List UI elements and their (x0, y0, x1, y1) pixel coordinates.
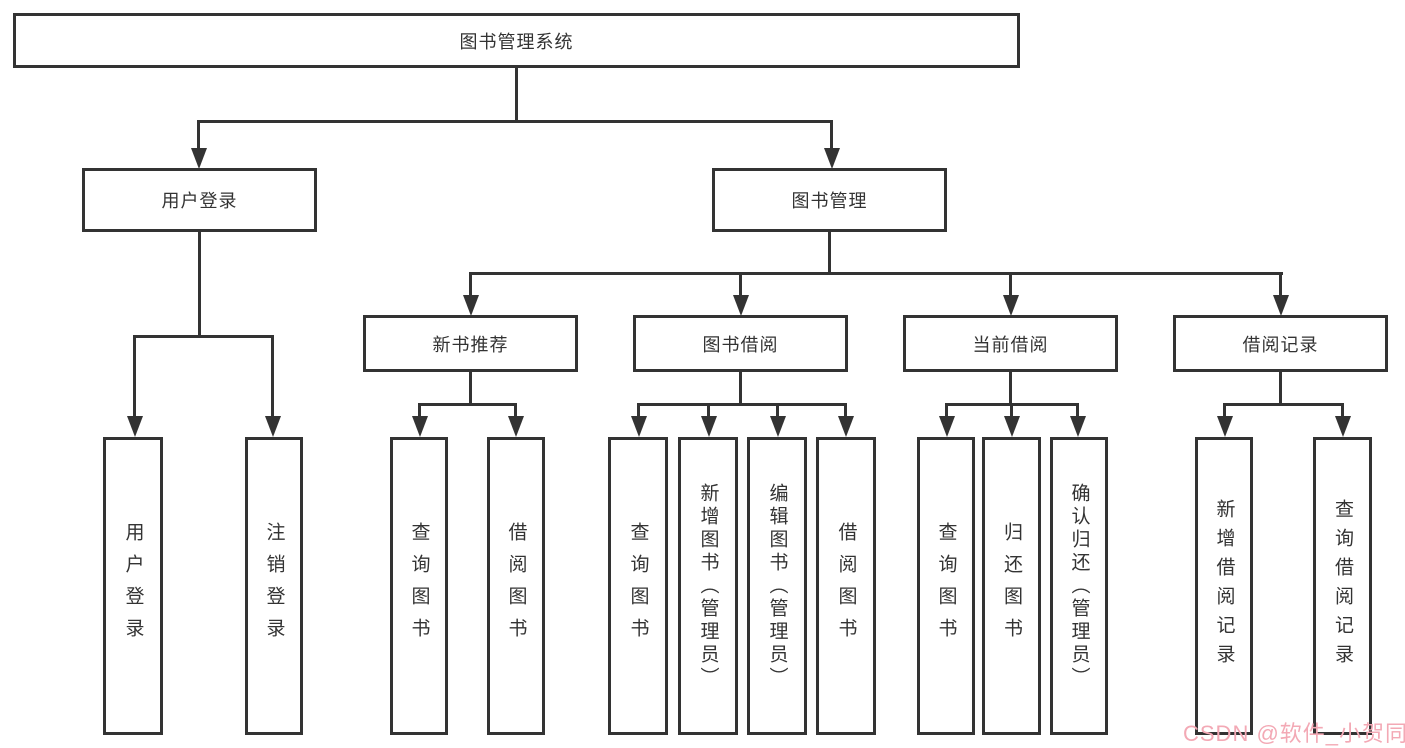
node-logout: 注销登录 (245, 437, 303, 735)
connector-line (830, 120, 833, 150)
node-borrow-books-1: 借阅图书 (487, 437, 545, 735)
node-add-book-admin: 新增图书（管理员） (678, 437, 738, 735)
node-borrow-books-1-label: 借阅图书 (505, 522, 527, 650)
connector-line (515, 68, 518, 122)
node-book-management: 图书管理 (712, 168, 947, 232)
arrow-down-icon (1070, 416, 1086, 437)
node-return-books-label: 归还图书 (1001, 522, 1022, 650)
node-user-login-branch: 用户登录 (82, 168, 317, 232)
connector-line (514, 403, 517, 419)
node-new-book-recommendation: 新书推荐 (363, 315, 578, 372)
node-search-borrow-record-label: 查询借阅记录 (1332, 499, 1353, 673)
node-add-book-admin-label: 新增图书（管理员） (697, 482, 719, 690)
node-search-books-1: 查询图书 (390, 437, 448, 735)
connector-line (198, 232, 201, 337)
arrow-down-icon (191, 148, 207, 169)
node-search-books-2-label: 查询图书 (627, 522, 649, 650)
connector-line (739, 372, 742, 405)
arrow-down-icon (770, 416, 786, 437)
connector-line (1279, 272, 1282, 297)
arrow-down-icon (1273, 295, 1289, 316)
connector-line (134, 335, 274, 338)
node-confirm-return-admin-label: 确认归还（管理员） (1068, 482, 1090, 690)
node-library-system: 图书管理系统 (13, 13, 1020, 68)
connector-line (1279, 372, 1282, 405)
node-borrow-books-2: 借阅图书 (816, 437, 876, 735)
connector-line (271, 335, 274, 418)
connector-line (637, 403, 847, 406)
node-borrow-books-2-label: 借阅图书 (835, 522, 857, 650)
connector-line (1223, 403, 1343, 406)
node-return-books: 归还图书 (982, 437, 1041, 735)
connector-line (197, 120, 200, 150)
arrow-down-icon (1003, 295, 1019, 316)
node-borrowing-records-label: 借阅记录 (1242, 334, 1319, 355)
node-add-borrow-record-label: 新增借阅记录 (1213, 499, 1235, 673)
node-edit-book-admin-label: 编辑图书（管理员） (766, 482, 788, 690)
arrow-down-icon (265, 416, 281, 437)
node-current-borrowing: 当前借阅 (903, 315, 1118, 372)
connector-line (739, 272, 742, 297)
connector-line (1010, 403, 1013, 419)
node-book-management-label: 图书管理 (791, 191, 868, 211)
arrow-down-icon (1217, 416, 1233, 437)
node-user-login-label: 用户登录 (122, 522, 144, 650)
node-edit-book-admin: 编辑图书（管理员） (747, 437, 807, 735)
watermark: CSDN @软件_小贺同学 (1183, 721, 1405, 746)
arrow-down-icon (508, 416, 524, 437)
connector-line (418, 403, 516, 406)
arrow-down-icon (463, 295, 479, 316)
node-library-system-label: 图书管理系统 (459, 31, 574, 52)
connector-line (1076, 403, 1079, 419)
connector-line (469, 372, 472, 405)
node-book-borrowing: 图书借阅 (633, 315, 848, 372)
connector-line (197, 120, 833, 123)
node-search-books-2: 查询图书 (608, 437, 668, 735)
arrow-down-icon (824, 148, 840, 169)
node-user-login-branch-label: 用户登录 (161, 191, 238, 211)
node-book-borrowing-label: 图书借阅 (702, 334, 779, 355)
connector-line (1341, 403, 1344, 419)
connector-line (418, 403, 421, 419)
node-add-borrow-record: 新增借阅记录 (1195, 437, 1253, 735)
node-new-book-recommendation-label: 新书推荐 (432, 334, 509, 355)
connector-line (707, 403, 710, 419)
node-confirm-return-admin: 确认归还（管理员） (1050, 437, 1108, 735)
connector-line (469, 272, 472, 297)
connector-line (945, 403, 948, 419)
arrow-down-icon (701, 416, 717, 437)
arrow-down-icon (838, 416, 854, 437)
arrow-down-icon (733, 295, 749, 316)
connector-line (1009, 372, 1012, 405)
arrow-down-icon (631, 416, 647, 437)
arrow-down-icon (939, 416, 955, 437)
arrow-down-icon (127, 416, 143, 437)
connector-line (844, 403, 847, 419)
connector-line (470, 272, 1283, 275)
connector-line (1223, 403, 1226, 419)
node-search-books-3: 查询图书 (917, 437, 975, 735)
node-borrowing-records: 借阅记录 (1173, 315, 1388, 372)
node-current-borrowing-label: 当前借阅 (972, 334, 1049, 355)
node-logout-label: 注销登录 (263, 522, 285, 650)
arrow-down-icon (1004, 416, 1020, 437)
connector-line (637, 403, 640, 419)
node-search-books-3-label: 查询图书 (935, 522, 957, 650)
connector-line (1009, 272, 1012, 297)
arrow-down-icon (412, 416, 428, 437)
connector-line (828, 232, 831, 274)
node-user-login: 用户登录 (103, 437, 163, 735)
arrow-down-icon (1335, 416, 1351, 437)
connector-line (133, 335, 136, 418)
node-search-borrow-record: 查询借阅记录 (1313, 437, 1372, 735)
node-search-books-1-label: 查询图书 (408, 522, 430, 650)
connector-line (776, 403, 779, 419)
